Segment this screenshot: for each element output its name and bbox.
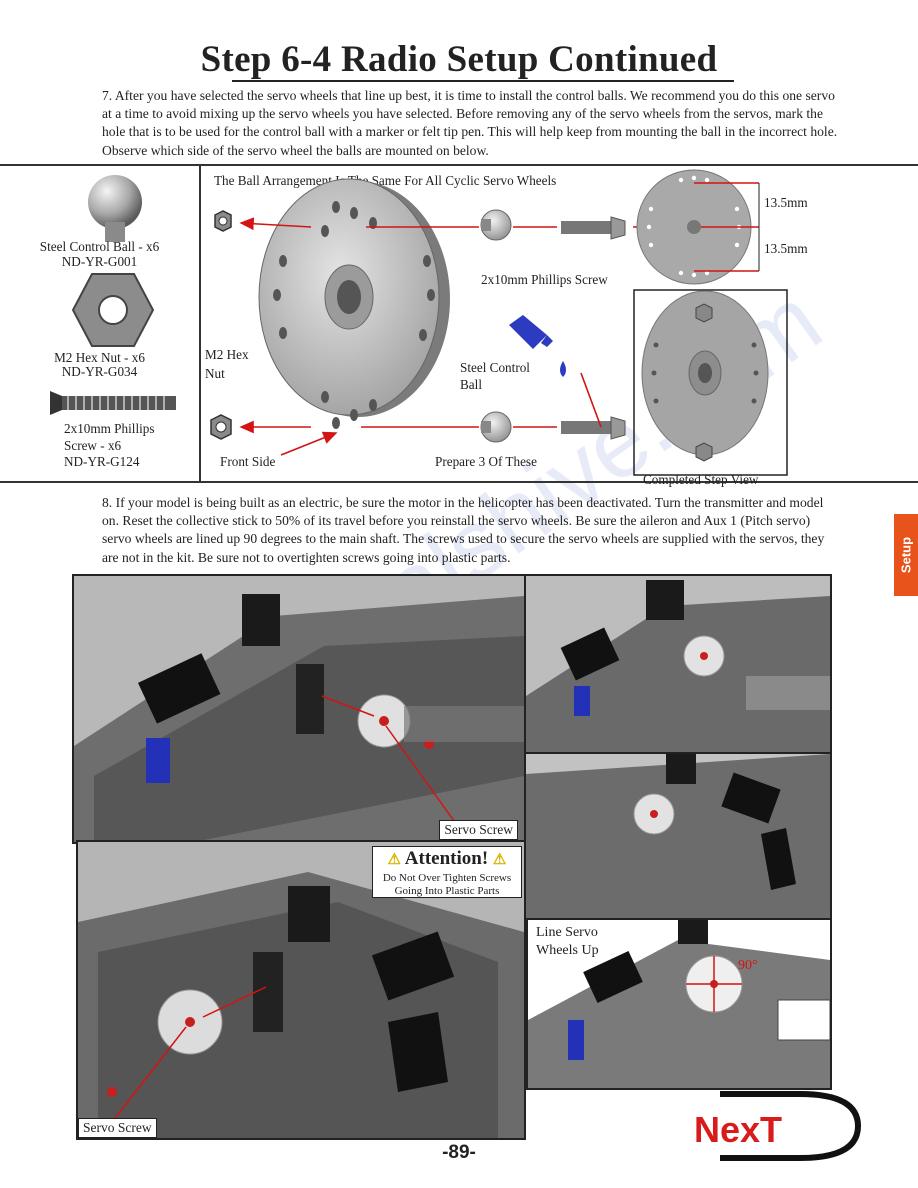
photo-servo-install-2 [524, 574, 832, 754]
steel-ball-icon [88, 175, 142, 242]
phillips-screw-icon [50, 391, 176, 415]
step-7-text: 7. After you have selected the servo whe… [102, 88, 838, 158]
dimension-top: 13.5mm [764, 195, 808, 210]
servo-screw-caption-bottom: Servo Screw [78, 1118, 157, 1138]
photo-servo-install-1: Servo Screw [72, 574, 526, 844]
attention-line-1: Do Not Over Tighten Screws [382, 872, 512, 884]
angle-label: 90° [738, 958, 758, 973]
next-logo-graphic: NexT [694, 1091, 862, 1161]
helicopter-frame-image-3 [526, 754, 830, 920]
front-side-label: Front Side [220, 454, 276, 469]
exploded-view-illustration [210, 169, 788, 476]
screw-callout: 2x10mm Phillips Screw [481, 272, 608, 287]
section-top-rule [0, 164, 918, 166]
screw-label-line2: Screw - x6 [64, 438, 122, 453]
diagram-header: The Ball Arrangement Is The Same For All… [214, 173, 557, 188]
logo-text: NexT [694, 1109, 782, 1150]
helicopter-frame-image-1 [74, 576, 524, 842]
prepare-label: Prepare 3 Of These [435, 454, 537, 469]
helicopter-frame-image-5 [528, 920, 830, 1088]
ball-code: ND-YR-G001 [61, 254, 138, 269]
parts-list: Steel Control Ball - x6 ND-YR-G001 M2 He… [0, 164, 199, 481]
line-servo-label-line1: Line Servo [536, 925, 598, 940]
attention-notice: ⚠ Attention! ⚠ Do Not Over Tighten Screw… [372, 846, 522, 898]
nut-label: M2 Hex Nut - x6 [54, 350, 145, 365]
screw-code: ND-YR-G124 [64, 454, 140, 469]
next-logo: NexT [690, 1090, 868, 1162]
m2-nut-callout-line2: Nut [205, 366, 225, 381]
servo-screw-caption-top: Servo Screw [439, 820, 518, 840]
page-number: -89- [442, 1142, 476, 1163]
helicopter-frame-image-2 [526, 576, 830, 752]
title-underline [232, 80, 734, 82]
attention-line-2: Going Into Plastic Parts [394, 885, 500, 897]
photo-line-servo-wheels: Line Servo Wheels Up 90° [526, 918, 832, 1090]
completed-view-label: Completed Step View [643, 472, 759, 487]
warning-icon-left: ⚠ [387, 852, 402, 868]
ball-label: Steel Control Ball - x6 [39, 239, 160, 254]
photo-servo-install-4: ⚠ Attention! ⚠ Do Not Over Tighten Screw… [76, 840, 526, 1140]
ball-callout-line1: Steel Control [460, 360, 530, 375]
section-tab-setup: Setup [894, 514, 918, 596]
parts-divider [199, 164, 201, 482]
ball-callout-line2: Ball [460, 377, 482, 392]
warning-icon-right: ⚠ [492, 852, 507, 868]
attention-title: Attention! [404, 848, 489, 869]
step-8-text: 8. If your model is being built as an el… [102, 495, 825, 565]
photo-servo-install-3 [524, 752, 832, 922]
section-tab-label: Setup [898, 536, 914, 574]
hex-nut-icon [72, 273, 154, 347]
dimension-bottom: 13.5mm [764, 241, 808, 256]
nut-code: ND-YR-G034 [61, 364, 138, 379]
line-servo-label-line2: Wheels Up [536, 943, 599, 958]
m2-nut-callout-line1: M2 Hex [205, 347, 249, 362]
section-bottom-rule [0, 481, 918, 483]
assembly-diagram: The Ball Arrangement Is The Same For All… [201, 165, 918, 487]
screw-label-line1: 2x10mm Phillips [64, 421, 155, 436]
page-title: Step 6-4 Radio Setup Continued [200, 39, 718, 80]
